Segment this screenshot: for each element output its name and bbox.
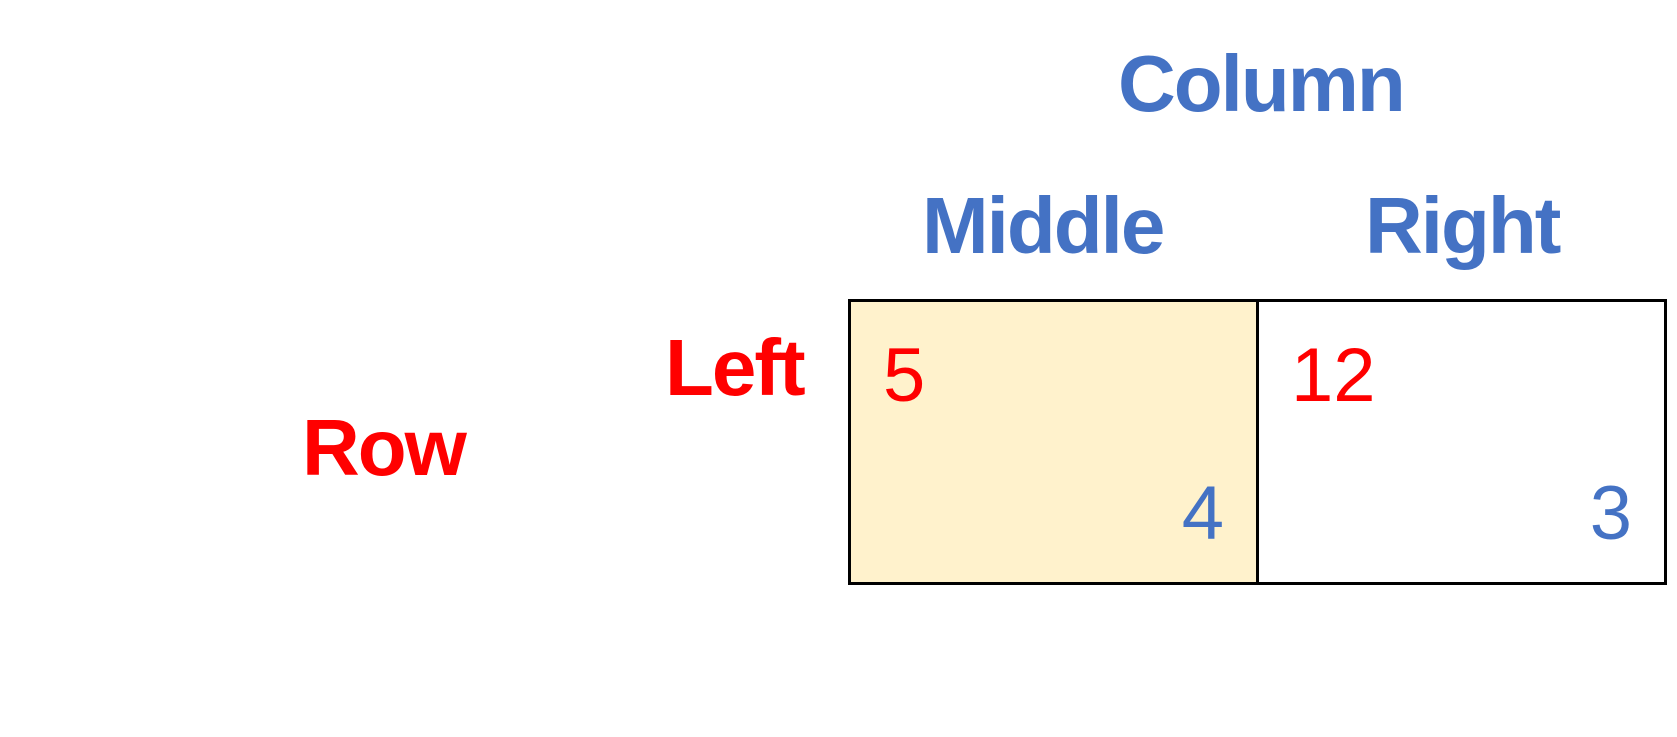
- row-payoff-left-middle: 5: [883, 333, 926, 418]
- column-payoff-left-middle: 4: [1181, 471, 1224, 556]
- column-strategy-right: Right: [1365, 181, 1561, 270]
- payoff-cell-left-right: 12 3: [1256, 302, 1664, 582]
- column-payoff-left-right: 3: [1589, 471, 1632, 556]
- row-strategy-left: Left: [665, 323, 806, 412]
- payoff-matrix: 5 4 12 3: [848, 299, 1667, 585]
- payoff-cell-left-middle: 5 4: [851, 302, 1256, 582]
- column-strategy-middle: Middle: [922, 181, 1165, 270]
- column-player-title: Column: [1118, 39, 1406, 128]
- row-payoff-left-right: 12: [1291, 333, 1376, 418]
- row-player-title: Row: [302, 403, 467, 492]
